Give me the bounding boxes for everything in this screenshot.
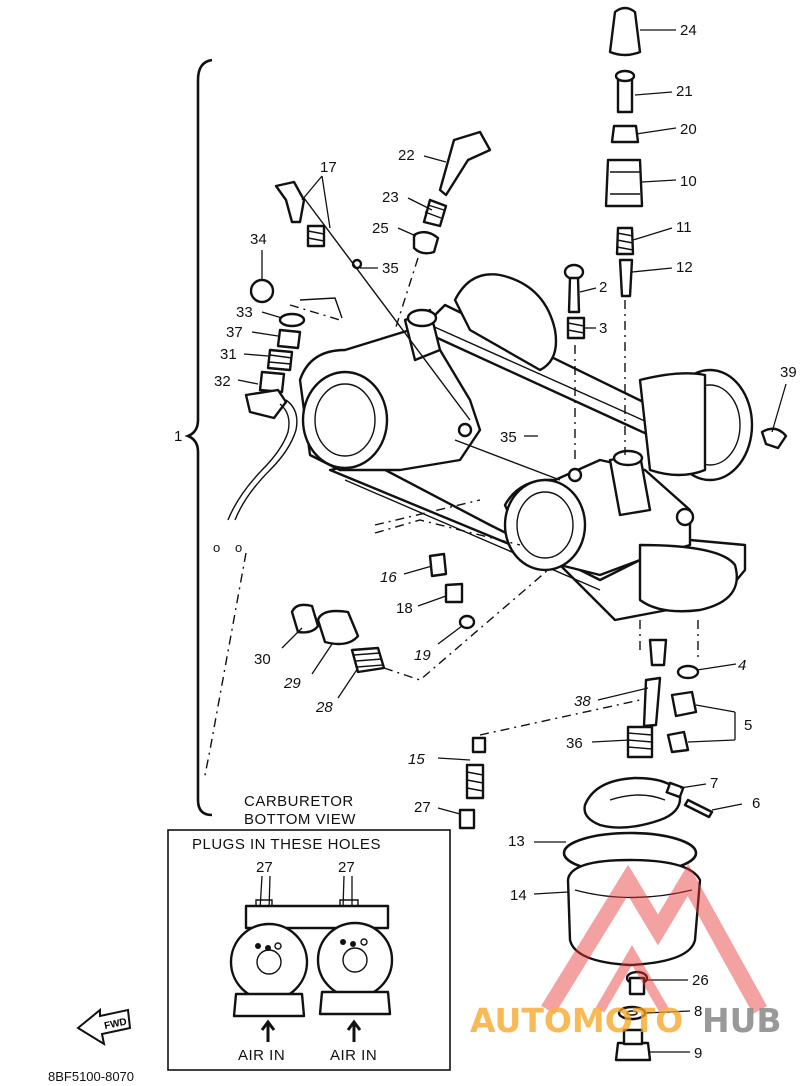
svg-text:o: o xyxy=(235,540,242,555)
callout-30: 30 xyxy=(254,651,271,668)
plug-ref-left: 27 xyxy=(256,859,273,876)
callout-18: 18 xyxy=(396,600,413,617)
callout-33: 33 xyxy=(236,304,253,321)
callout-leaders xyxy=(237,29,787,1053)
callout-35-lower: 35 xyxy=(500,429,517,446)
watermark-hub: HUB xyxy=(702,1001,782,1040)
automotohub-watermark-logo: AUTOMOTO HUB xyxy=(470,863,782,1040)
callout-39: 39 xyxy=(780,364,797,381)
callout-35-upper: 35 xyxy=(382,260,399,277)
callout-14: 14 xyxy=(510,887,527,904)
part-22 xyxy=(438,130,492,197)
callout-37: 37 xyxy=(226,324,243,341)
figure-code: 8BF5100-8070 xyxy=(48,1069,134,1084)
part-24 xyxy=(608,6,642,57)
fwd-arrow-icon: FWD xyxy=(76,1007,132,1047)
callout-25: 25 xyxy=(372,220,389,237)
callout-17: 17 xyxy=(320,159,337,176)
callout-22: 22 xyxy=(398,147,415,164)
float-bowl-group xyxy=(562,543,738,1062)
svg-text:o: o xyxy=(213,540,220,555)
callout-38: 38 xyxy=(574,693,591,710)
watermark-automoto: AUTOMOTO xyxy=(470,1001,683,1040)
air-in-right: AIR IN xyxy=(330,1047,377,1064)
callout-20: 20 xyxy=(680,121,697,138)
callout-36: 36 xyxy=(566,735,583,752)
callout-10: 10 xyxy=(680,173,697,190)
callout-32: 32 xyxy=(214,373,231,390)
plug-ref-right: 27 xyxy=(338,859,355,876)
callout-23: 23 xyxy=(382,189,399,206)
callout-1: 1 xyxy=(174,428,182,445)
callout-11: 11 xyxy=(676,219,692,236)
callout-9: 9 xyxy=(694,1045,702,1062)
callout-4: 4 xyxy=(738,657,746,674)
fwd-label: FWD xyxy=(103,1017,128,1032)
callout-21: 21 xyxy=(676,83,693,100)
callout-26: 26 xyxy=(692,972,709,989)
bottom-view-title-line2: BOTTOM VIEW xyxy=(244,811,356,828)
air-in-left: AIR IN xyxy=(238,1047,285,1064)
callout-28: 28 xyxy=(315,699,333,716)
callout-6: 6 xyxy=(752,795,760,812)
callout-24: 24 xyxy=(680,22,697,39)
callout-15: 15 xyxy=(408,751,425,768)
callout-5: 5 xyxy=(744,717,752,734)
callout-8: 8 xyxy=(694,1003,702,1020)
callout-31: 31 xyxy=(220,346,237,363)
callout-12: 12 xyxy=(676,259,693,276)
callout-19: 19 xyxy=(414,647,431,664)
callout-16: 16 xyxy=(380,569,397,586)
callout-2: 2 xyxy=(599,279,607,296)
needle-jet-stack xyxy=(604,6,644,455)
callout-13: 13 xyxy=(508,833,525,850)
callout-34: 34 xyxy=(250,231,267,248)
callout-numbers: 24 21 20 10 11 12 2 3 22 17 23 25 35 34 … xyxy=(214,22,797,1062)
callout-29: 29 xyxy=(283,675,301,692)
callout-7: 7 xyxy=(710,775,718,792)
callout-3: 3 xyxy=(599,320,607,337)
plugs-heading: PLUGS IN THESE HOLES xyxy=(192,836,381,853)
plugs-bottom-view-panel: PLUGS IN THESE HOLES 27 27 AIR IN AIR IN xyxy=(167,829,451,1071)
assembly-bracket xyxy=(184,58,213,817)
callout-27: 27 xyxy=(414,799,431,816)
bottom-view-title-line1: CARBURETOR xyxy=(244,793,354,810)
